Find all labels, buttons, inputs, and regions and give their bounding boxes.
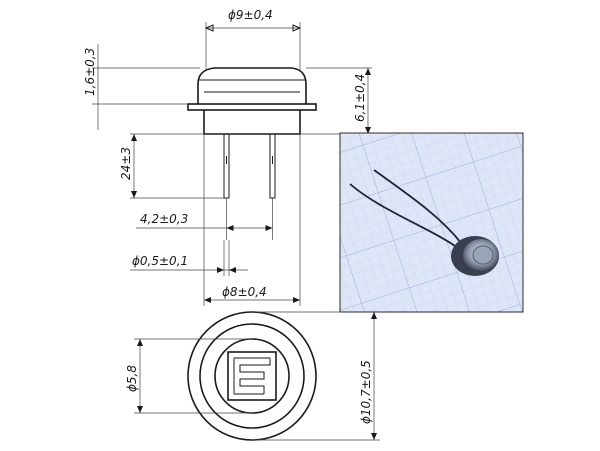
dim-window-diameter: ϕ5,8: [125, 365, 139, 392]
dim-cap-height: 1,6±0,3: [83, 48, 97, 96]
dim-body-diameter: ϕ8±0,4: [222, 285, 267, 299]
dim-lead-diameter: ϕ0,5±0,1: [132, 254, 188, 268]
photo-lead-1: [349, 183, 459, 249]
side-view: ϕ9±0,4 1,6±0,3 6,1±0,4 24±3 4,2±0,3 ϕ0,5…: [83, 8, 372, 306]
product-photo: [339, 132, 524, 313]
photo-lead-2: [373, 169, 463, 245]
dim-diameter-top: ϕ9±0,4: [228, 8, 273, 22]
cap-outline: [197, 67, 307, 104]
lead-left: [223, 133, 230, 199]
dim-flange-diameter: ϕ10,7±0,5: [359, 360, 373, 424]
dim-lead-length: 24±3: [119, 147, 133, 180]
lead-right: [269, 133, 276, 199]
dim-lead-spacing: 4,2±0,3: [140, 212, 188, 226]
flange: [187, 103, 317, 111]
sensor-chip: [227, 351, 277, 401]
body-circle: [199, 323, 305, 429]
top-view: ϕ5,8 ϕ10,7±0,5: [125, 311, 380, 441]
window-circle: [214, 338, 290, 414]
dim-body-height: 6,1±0,4: [353, 74, 367, 122]
body-outline: [203, 110, 301, 135]
sensor-meander: [233, 357, 271, 395]
flange-circle: [187, 311, 317, 441]
